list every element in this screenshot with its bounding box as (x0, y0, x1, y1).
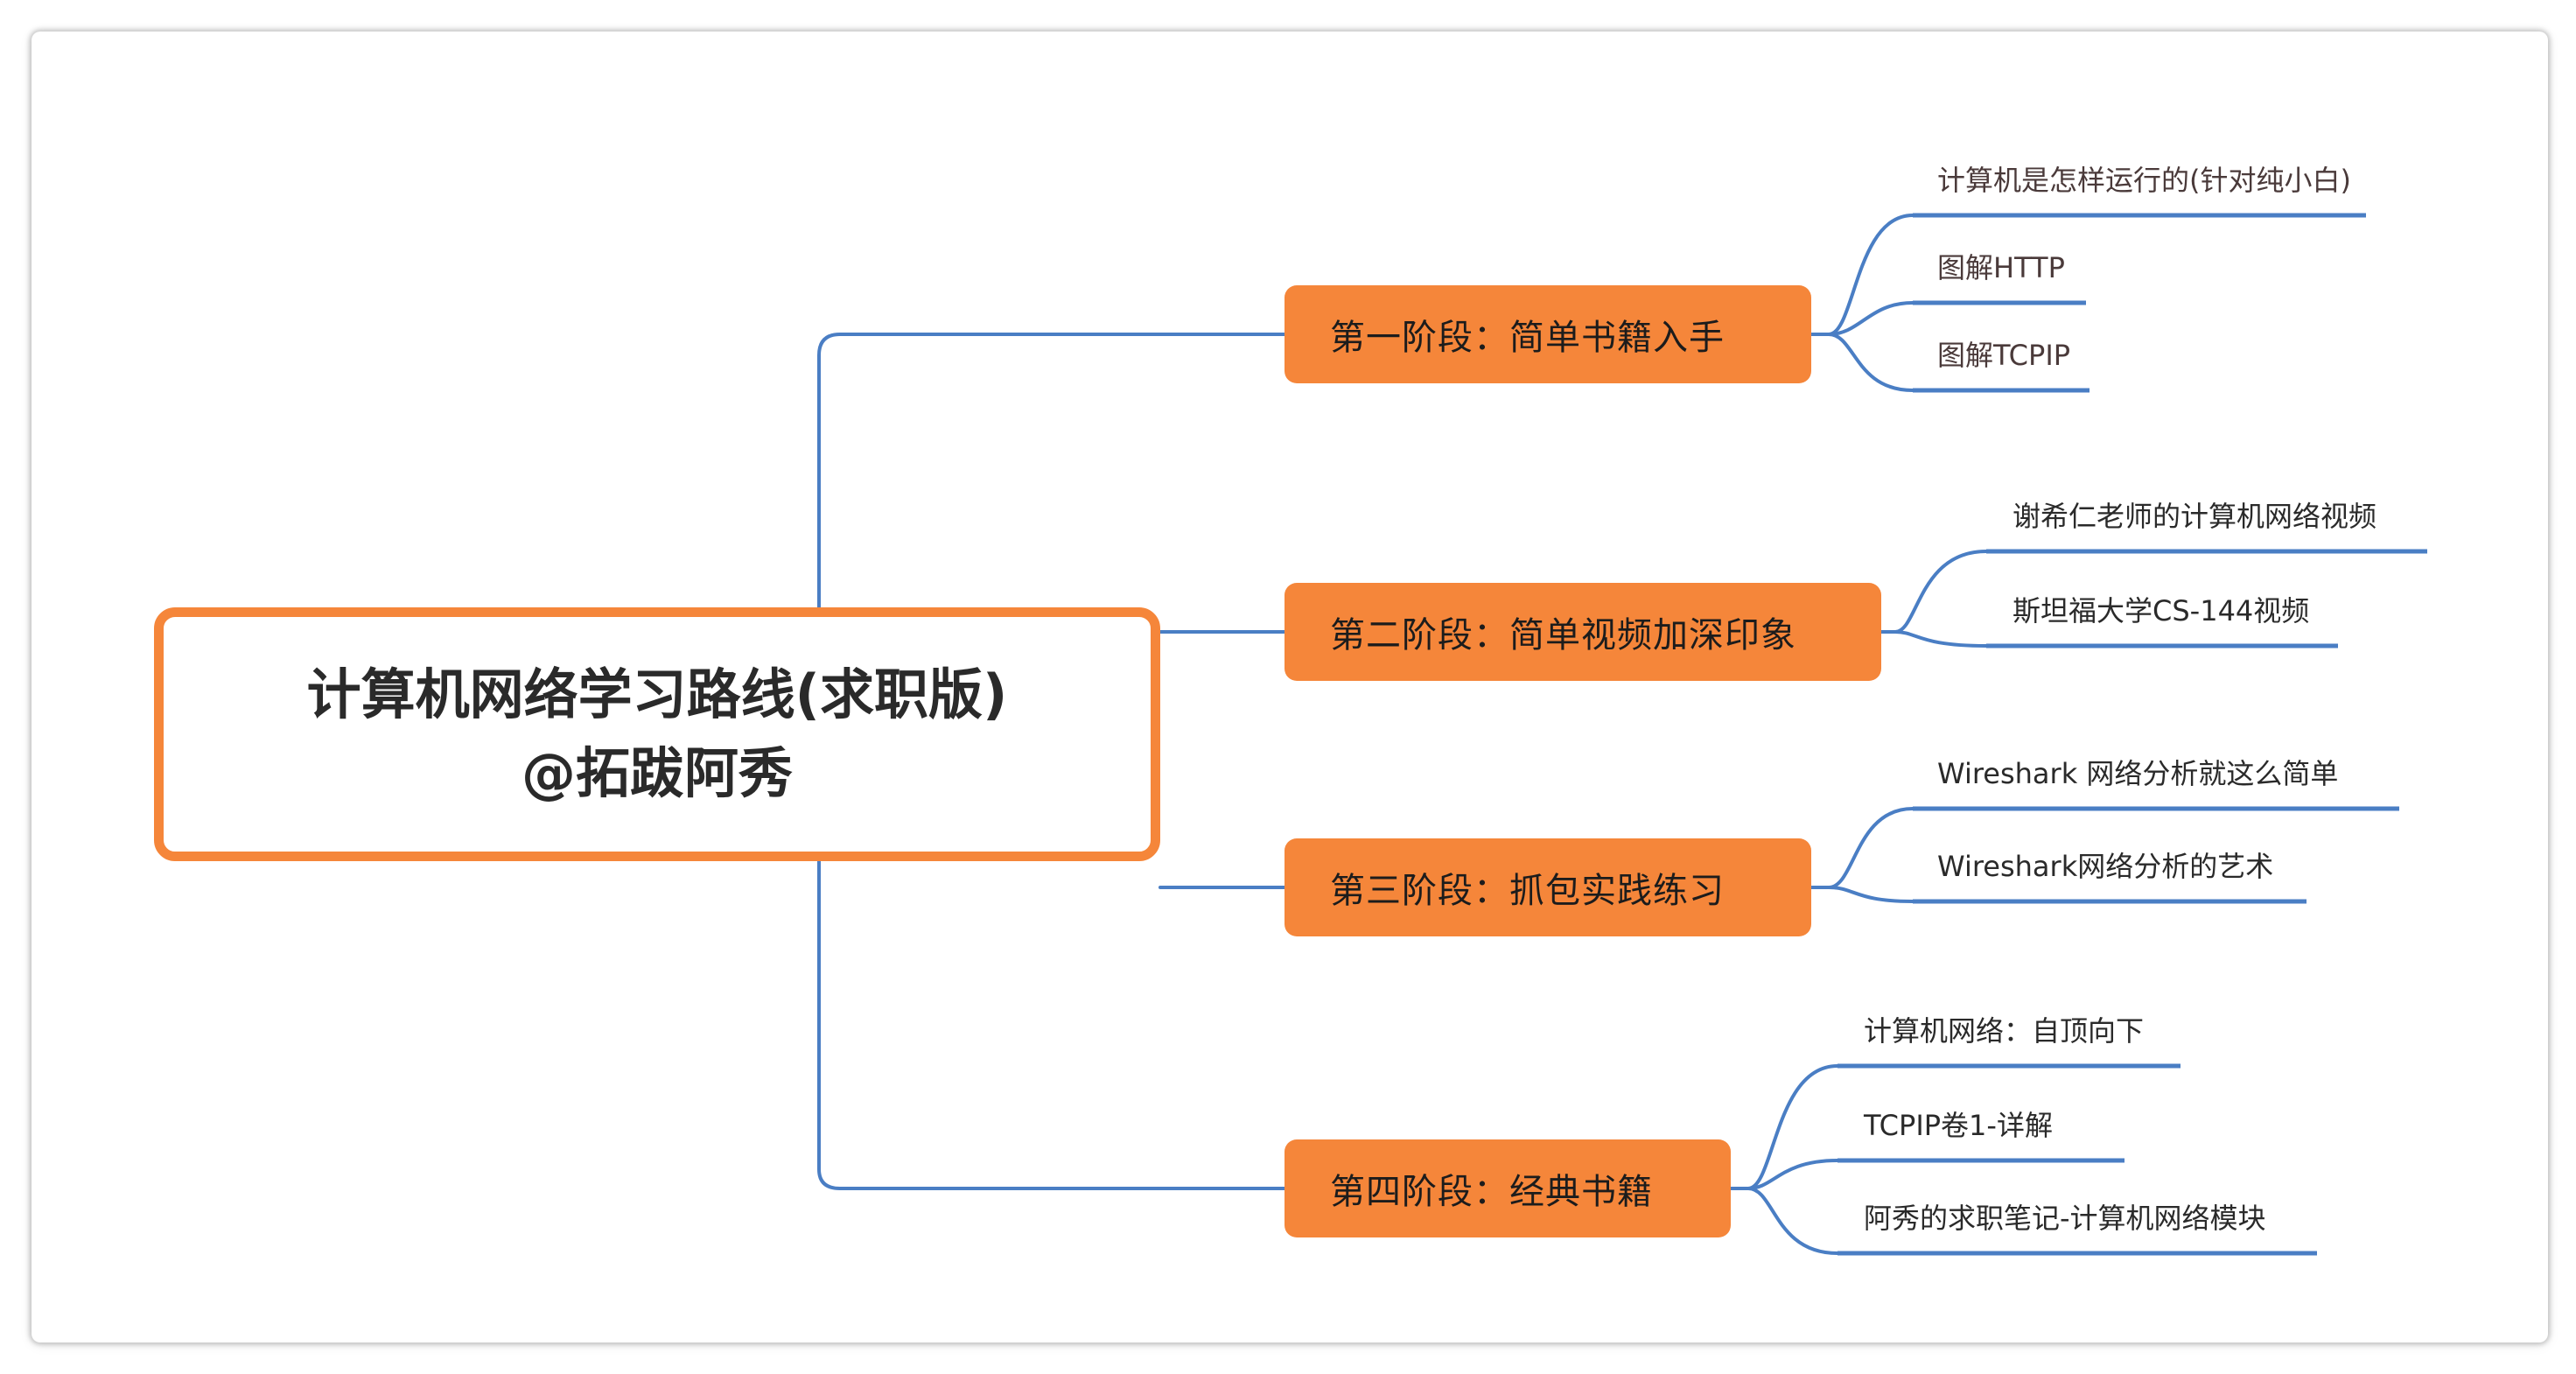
connector-stage2-item2 (1894, 630, 1988, 648)
leaf-stage4-item3[interactable]: 阿秀的求职笔记-计算机网络模块 (1864, 1202, 2266, 1235)
leaf-stage1-item3[interactable]: 图解TCPIP (1937, 339, 2071, 372)
connector-root-stage4 (817, 858, 1286, 1190)
leaf-stage1-item1[interactable]: 计算机是怎样运行的(针对纯小白) (1937, 164, 2351, 197)
leaf-stage2-item1[interactable]: 谢希仁老师的计算机网络视频 (2012, 500, 2377, 533)
leaf-stage1-item2[interactable]: 图解HTTP (1937, 251, 2065, 284)
connector-stage1-item2 (1827, 301, 1914, 336)
stage-node-2[interactable]: 第二阶段：简单视频加深印象 (1284, 583, 1881, 681)
leaf-stage3-item2[interactable]: Wireshark网络分析的艺术 (1937, 850, 2274, 883)
connector-stage4-item2 (1746, 1159, 1839, 1190)
stage-label-4: 第四阶段：经典书籍 (1330, 1172, 1653, 1212)
root-node[interactable]: 计算机网络学习路线(求职版) @拓跋阿秀 (154, 607, 1160, 861)
connector-stage1-item1 (1810, 214, 1914, 336)
connector-stage3-item2 (1827, 886, 1914, 903)
root-title-line2: @拓跋阿秀 (521, 741, 793, 805)
leaf-stage2-item2[interactable]: 斯坦福大学CS-144视频 (2012, 594, 2310, 627)
connector-lines (817, 213, 2427, 1256)
stage-label-2: 第二阶段：简单视频加深印象 (1330, 615, 1796, 655)
connector-stage4-item3 (1746, 1187, 1839, 1255)
mindmap-canvas: 计算机网络学习路线(求职版) @拓跋阿秀 第一阶段：简单书籍入手 第二阶段：简单… (32, 32, 2548, 1342)
connector-stage3-item1 (1810, 807, 1914, 889)
leaf-stage4-item2[interactable]: TCPIP卷1-详解 (1864, 1109, 2053, 1142)
stage-node-1[interactable]: 第一阶段：简单书籍入手 (1284, 285, 1811, 383)
leaf-stage4-item1[interactable]: 计算机网络：自顶向下 (1864, 1014, 2145, 1048)
connector-stage2-item1 (1880, 550, 1988, 634)
stage-node-4[interactable]: 第四阶段：经典书籍 (1284, 1139, 1731, 1237)
root-title-line1: 计算机网络学习路线(求职版) (306, 662, 1008, 726)
stage-label-1: 第一阶段：简单书籍入手 (1330, 318, 1725, 358)
stage-node-3[interactable]: 第三阶段：抓包实践练习 (1284, 838, 1811, 936)
connector-stage4-item1 (1729, 1064, 1839, 1190)
connector-root-stage1 (817, 333, 1286, 611)
leaf-stage3-item1[interactable]: Wireshark 网络分析就这么简单 (1937, 757, 2339, 790)
stage-label-3: 第三阶段：抓包实践练习 (1330, 871, 1725, 911)
connector-stage1-item3 (1827, 333, 1914, 392)
